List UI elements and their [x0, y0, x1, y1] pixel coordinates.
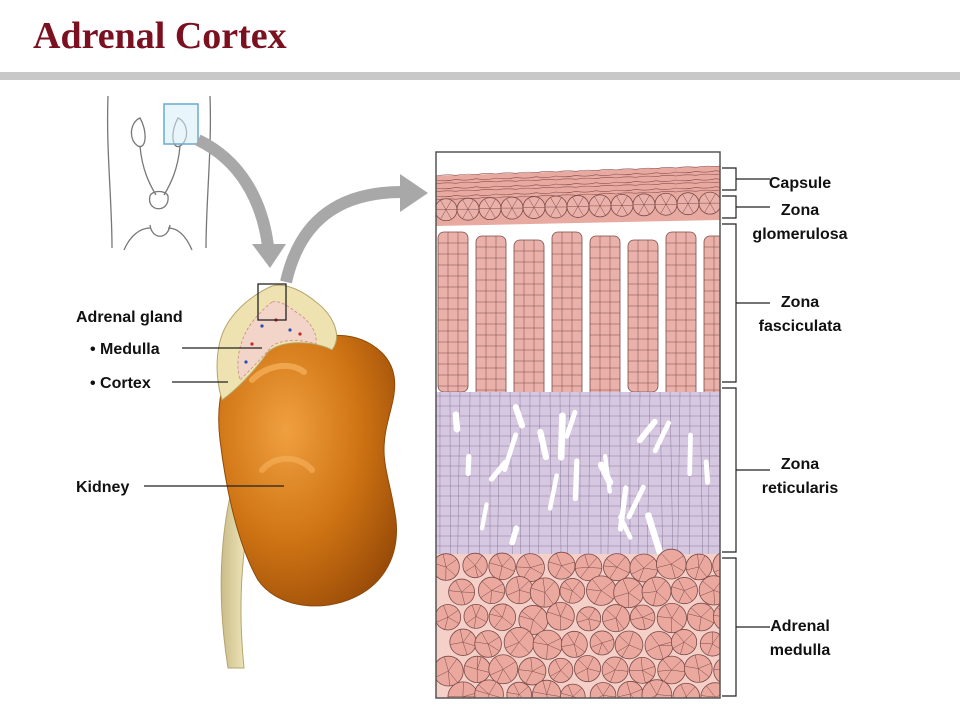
- label-kidney: Kidney: [76, 479, 129, 496]
- adrenal-gland: [216, 284, 338, 401]
- layer-label-0-0: Capsule: [769, 175, 831, 192]
- bladder: [149, 190, 169, 210]
- highlight-box: [163, 103, 199, 145]
- glomerulosa-layer: [436, 191, 720, 222]
- kidney: [218, 334, 398, 607]
- medulla-layer: [436, 548, 720, 698]
- arrow-right-icon: [280, 174, 428, 284]
- layer-label-3-1: reticularis: [762, 480, 839, 497]
- layer-label-4-1: medulla: [770, 642, 831, 659]
- zoom-box: [257, 283, 287, 321]
- title-divider: [0, 72, 960, 80]
- left-leader-lines: [144, 347, 284, 487]
- body-outline-figure: [106, 95, 212, 251]
- layer-label-1-0: Zona: [781, 202, 819, 219]
- label-cortex: • Cortex: [90, 375, 151, 392]
- histology-panel: [436, 152, 720, 698]
- reticularis-layer: [436, 391, 720, 560]
- label-adrenal-gland: Adrenal gland: [76, 309, 183, 326]
- arrow-down-icon: [195, 134, 286, 268]
- kidney-highlight: [249, 362, 307, 383]
- layer-label-2-0: Zona: [781, 294, 819, 311]
- layer-label-3-0: Zona: [781, 456, 819, 473]
- layer-label-1-1: glomerulosa: [752, 226, 847, 243]
- layer-brackets: [722, 167, 770, 697]
- fasciculata-layer: [437, 231, 720, 413]
- small-kidney-left: [130, 117, 146, 148]
- page-title: Adrenal Cortex: [33, 15, 287, 57]
- layer-label-2-1: fasciculata: [759, 318, 842, 335]
- label-medulla: • Medulla: [90, 341, 160, 358]
- panel-frame: [435, 151, 721, 699]
- kidney-highlight-2: [259, 455, 315, 473]
- layer-label-4-0: Adrenal: [770, 618, 830, 635]
